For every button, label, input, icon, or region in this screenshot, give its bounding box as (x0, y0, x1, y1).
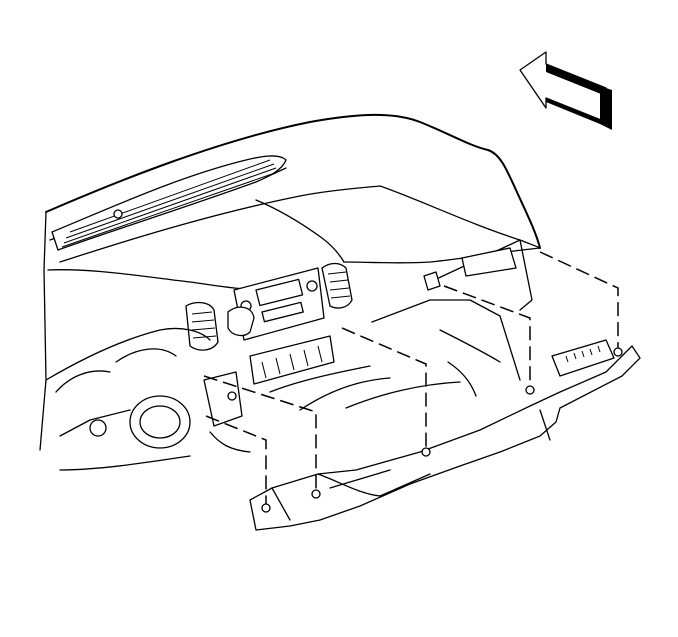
center-air-vents (185, 262, 353, 351)
steering-column-cover (45, 327, 251, 471)
instrument-panel-lower (345, 239, 533, 409)
left-air-vent (227, 306, 255, 337)
diagnostic-connector (551, 339, 615, 377)
hvac-control (249, 335, 391, 411)
defrost-grille (51, 155, 287, 251)
knee-bolster-panel (249, 345, 641, 531)
direction-arrow (519, 51, 612, 130)
fastener-locations (203, 251, 623, 513)
